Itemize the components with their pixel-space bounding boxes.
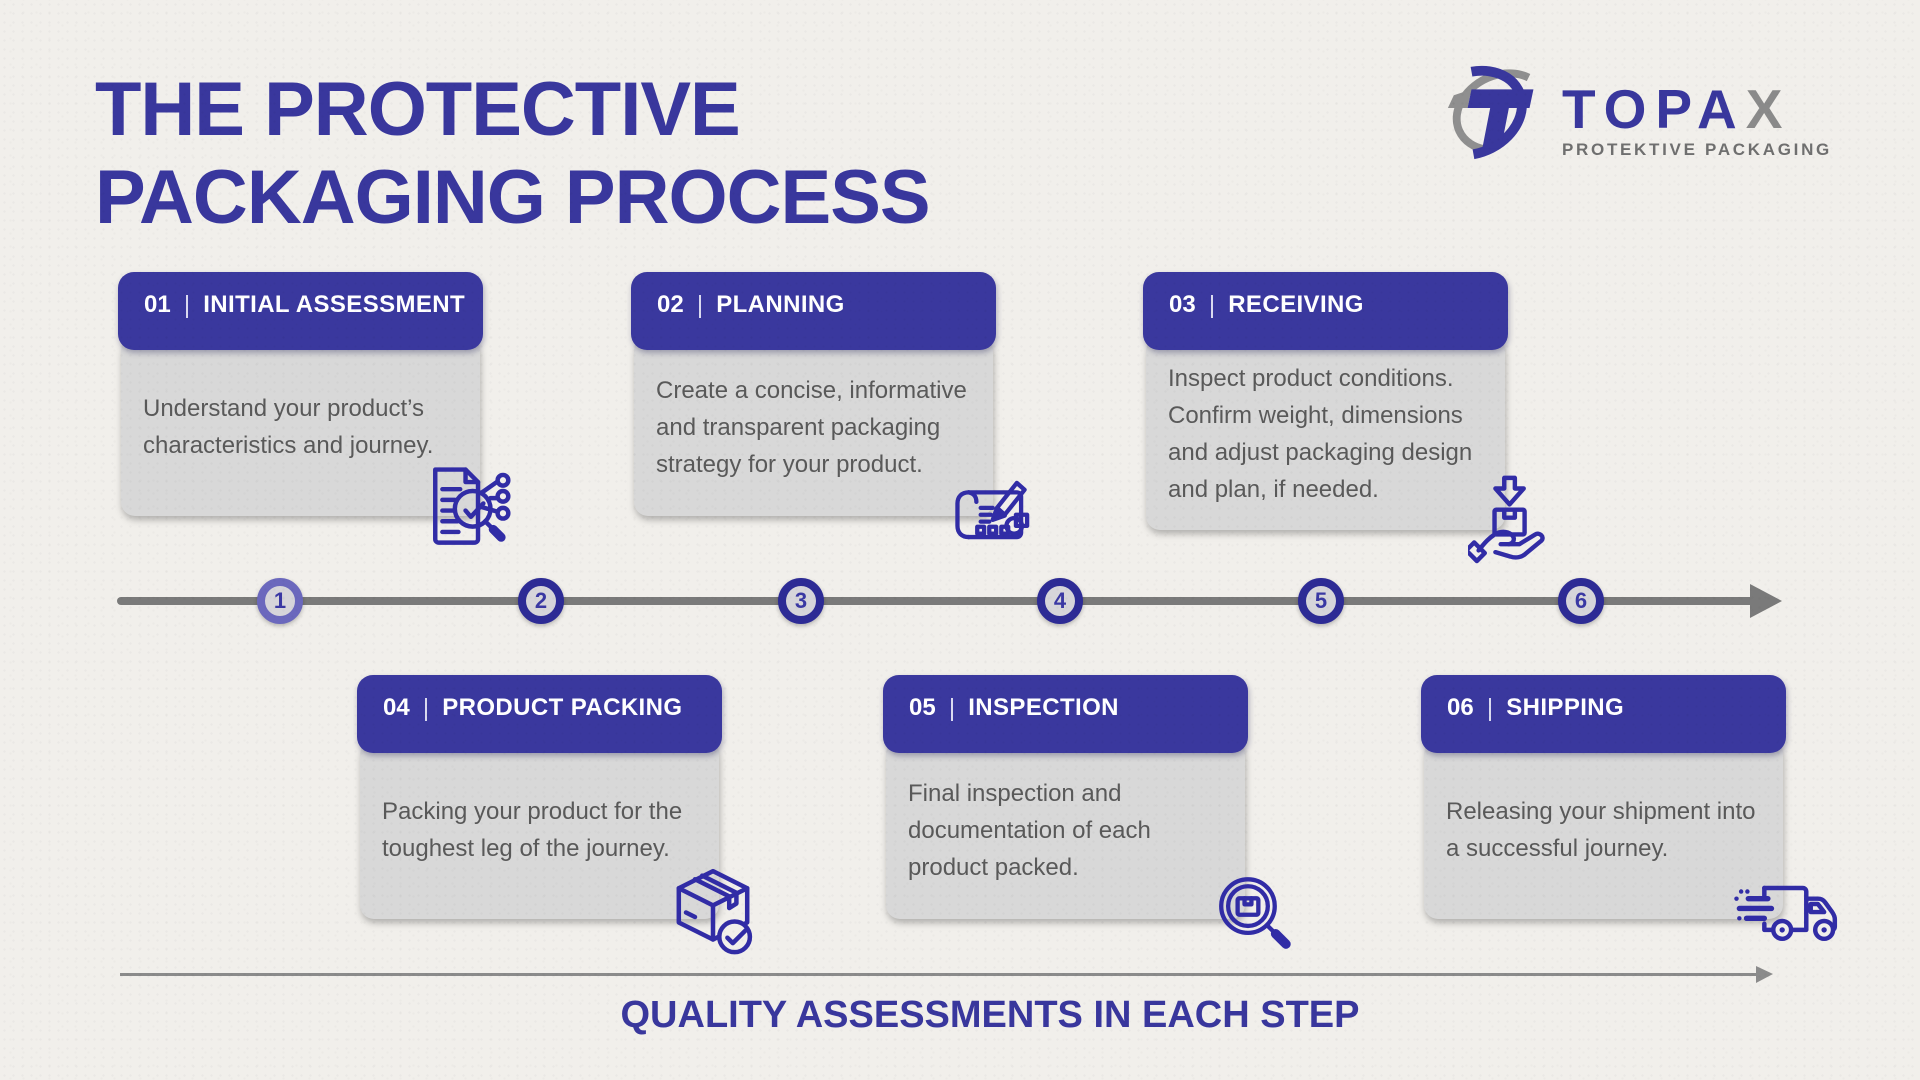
step-description: Releasing your shipment into a successfu… [1446, 798, 1756, 862]
step-title: RECEIVING [1228, 291, 1364, 318]
footer-caption: QUALITY ASSESSMENTS IN EACH STEP [620, 994, 1360, 1036]
step-separator: | [696, 290, 704, 319]
step-title: INSPECTION [968, 694, 1119, 721]
step-separator: | [948, 693, 956, 722]
topax-logo-text: TOPAX PROTEKTIVE PACKAGING [1562, 52, 1832, 160]
receive-box-icon [1468, 472, 1552, 566]
timeline-marker-6: 6 [1558, 578, 1604, 624]
timeline-marker-1: 1 [257, 578, 303, 624]
document-review-icon [421, 462, 519, 552]
step-description: Inspect product conditions. Confirm weig… [1168, 365, 1473, 503]
step-number: 06 [1447, 694, 1474, 721]
step-number: 05 [909, 694, 936, 721]
step-separator: | [1208, 290, 1216, 319]
step-separator: | [422, 693, 430, 722]
inspect-package-icon [1210, 869, 1292, 957]
step-description: Packing your product for the toughest le… [382, 798, 683, 862]
step-number: 02 [657, 291, 684, 318]
step-card-body: Create a concise, informative and transp… [634, 338, 993, 516]
shipping-truck-icon [1734, 879, 1850, 946]
step-card-body: Inspect product conditions. Confirm weig… [1146, 338, 1505, 530]
topax-word-accent: X [1745, 78, 1792, 140]
step-description: Final inspection and documentation of ea… [908, 779, 1151, 881]
step-card-shipping: Releasing your shipment into a successfu… [1421, 675, 1838, 942]
topax-tagline: PROTEKTIVE PACKAGING [1562, 140, 1832, 159]
timeline-marker-4: 4 [1037, 578, 1083, 624]
timeline-arrowhead-icon [1750, 584, 1782, 618]
step-card-header: 01 | INITIAL ASSESSMENT [118, 272, 483, 350]
footer-arrow-line [120, 973, 1760, 976]
step-description: Create a concise, informative and transp… [656, 376, 967, 478]
step-number: 04 [383, 694, 410, 721]
step-card-header: 04 | PRODUCT PACKING [357, 675, 722, 753]
step-card-header: 05 | INSPECTION [883, 675, 1248, 753]
step-card-header: 03 | RECEIVING [1143, 272, 1508, 350]
step-separator: | [183, 290, 191, 319]
step-card-header: 06 | SHIPPING [1421, 675, 1786, 753]
step-title: PLANNING [716, 291, 845, 318]
page-title-line1: THE PROTECTIVE [95, 67, 741, 152]
step-card-planning: Create a concise, informative and transp… [631, 272, 1030, 540]
step-number: 01 [144, 291, 171, 318]
topax-wordmark: TOPAX [1562, 82, 1832, 137]
footer-arrowhead-icon [1756, 966, 1773, 983]
step-description: Understand your product’s characteristic… [143, 395, 434, 459]
page-title: THE PROTECTIVE PACKAGING PROCESS [95, 66, 931, 242]
step-card-inspection: Final inspection and documentation of ea… [883, 675, 1291, 949]
step-card-body: Releasing your shipment into a successfu… [1424, 741, 1783, 919]
step-title: PRODUCT PACKING [442, 694, 683, 721]
timeline-marker-5: 5 [1298, 578, 1344, 624]
step-title: INITIAL ASSESSMENT [203, 291, 466, 318]
packaging-plan-icon [947, 470, 1035, 556]
step-card-product-packing: Packing your product for the toughest le… [357, 675, 753, 955]
timeline-marker-2: 2 [518, 578, 564, 624]
step-card-body: Final inspection and documentation of ea… [886, 741, 1245, 919]
step-title: SHIPPING [1506, 694, 1625, 721]
topax-word-main: TOPA [1562, 78, 1746, 140]
step-separator: | [1486, 693, 1494, 722]
step-card-receiving: Inspect product conditions. Confirm weig… [1143, 272, 1545, 564]
step-card-body: Packing your product for the toughest le… [360, 741, 719, 919]
topax-logo: TOPAX PROTEKTIVE PACKAGING [1440, 52, 1832, 170]
page-title-line2: PACKAGING PROCESS [95, 155, 931, 240]
topax-logo-mark-icon [1447, 65, 1534, 160]
step-card-header: 02 | PLANNING [631, 272, 996, 350]
packed-box-check-icon [668, 865, 758, 961]
step-card-initial-assessment: Understand your product’s characteristic… [118, 272, 511, 545]
step-number: 03 [1169, 291, 1196, 318]
timeline-line [117, 597, 1757, 605]
step-card-body: Understand your product’s characteristic… [121, 338, 480, 516]
timeline-marker-3: 3 [778, 578, 824, 624]
